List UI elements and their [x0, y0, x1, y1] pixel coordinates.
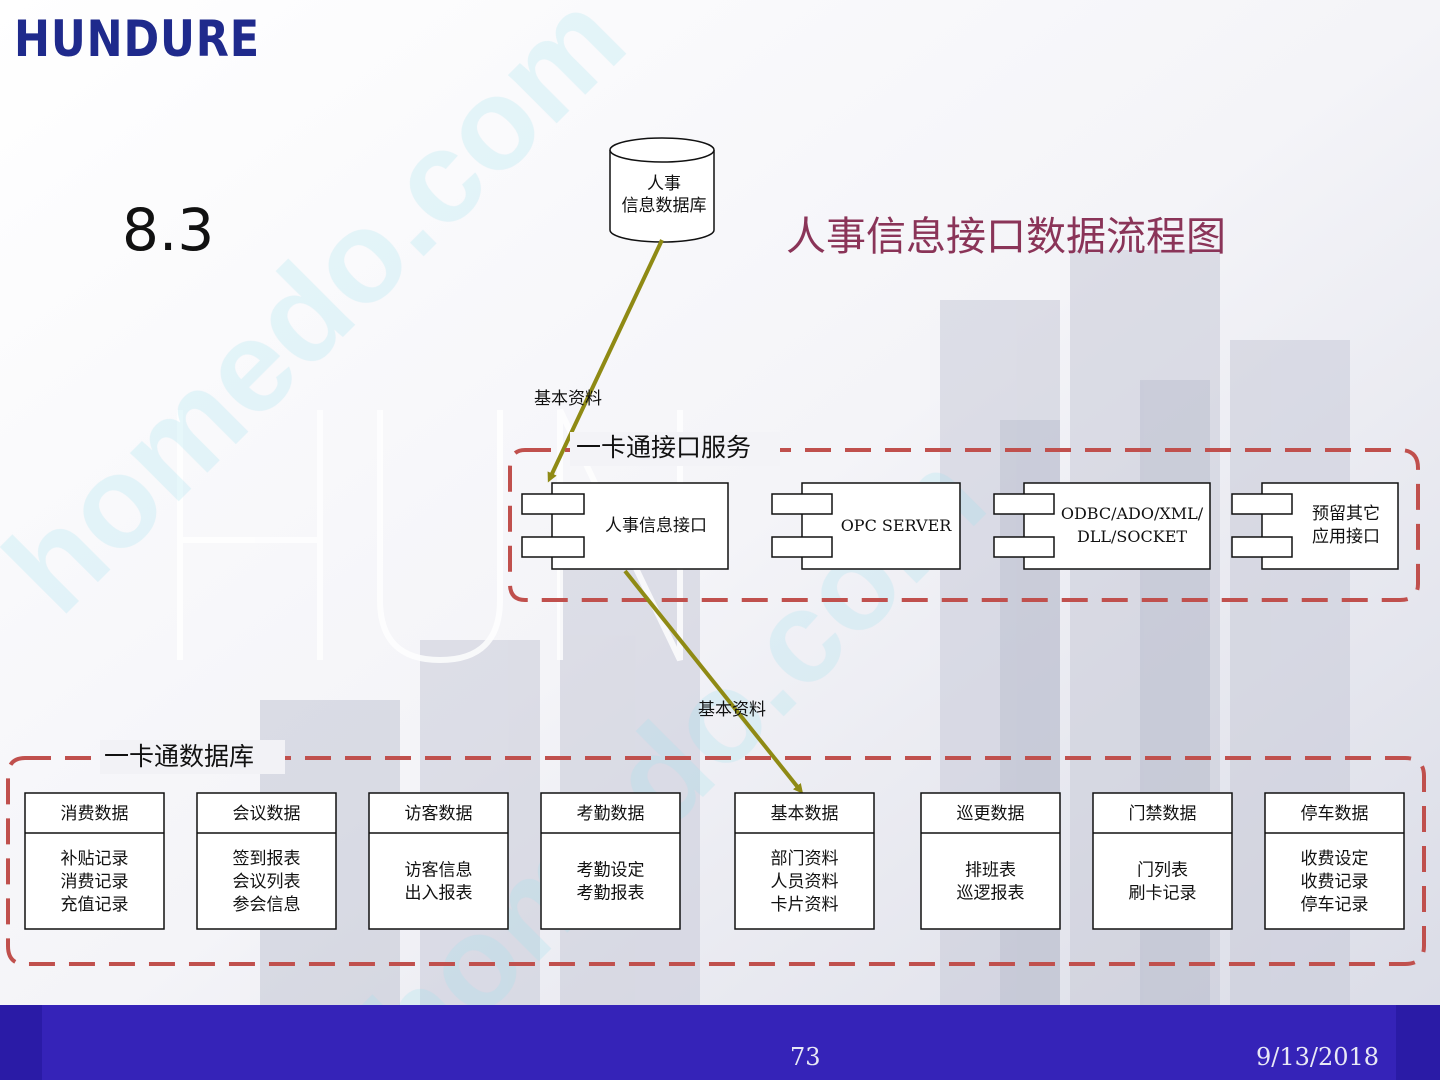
- database-group-label-bg: [100, 740, 285, 774]
- data-table-item: 卡片资料: [771, 895, 839, 915]
- component-opc-server-label: OPC SERVER: [841, 516, 953, 535]
- data-table-title: 停车数据: [1301, 804, 1369, 824]
- data-table-item: 刷卡记录: [1129, 884, 1197, 904]
- data-table-title: 考勤数据: [577, 804, 645, 824]
- component-opc-server: OPC SERVER: [771, 482, 961, 570]
- page-title: 人事信息接口数据流程图: [786, 214, 1226, 260]
- data-table-frame: [368, 792, 509, 930]
- footer-right-accent: [1396, 1005, 1440, 1080]
- data-table-title: 基本数据: [771, 804, 839, 824]
- data-table-item: 排班表: [965, 861, 1016, 881]
- data-table-title: 门禁数据: [1129, 804, 1197, 824]
- flow-arrow-1: [547, 239, 664, 483]
- component-odbc-interface: ODBC/ADO/XML/ DLL/SOCKET: [993, 482, 1211, 570]
- data-table-item: 停车记录: [1301, 895, 1369, 915]
- data-table-item: 充值记录: [61, 895, 129, 915]
- component-odbc-label-2: DLL/SOCKET: [1077, 527, 1187, 546]
- data-table-frame: [920, 792, 1061, 930]
- data-table-title: 会议数据: [233, 804, 301, 824]
- data-table-frame: [24, 792, 165, 930]
- component-reserved-label-1: 预留其它: [1312, 504, 1380, 524]
- data-table-frame: [1264, 792, 1405, 930]
- database-group-label: 一卡通数据库: [104, 742, 254, 771]
- flow-label-1: 基本资料: [534, 389, 602, 409]
- data-table-item: 收费设定: [1301, 849, 1369, 869]
- section-number: 8.3: [122, 196, 215, 264]
- footer-bar: 73 9/13/2018: [0, 1005, 1440, 1080]
- slide-date: 9/13/2018: [1256, 1043, 1380, 1071]
- service-group-label-bg: [570, 432, 780, 466]
- data-table-title: 访客数据: [405, 804, 473, 824]
- data-table-frame: [196, 792, 337, 930]
- data-table-item: 补贴记录: [61, 849, 129, 869]
- hr-database-label-1: 人事: [647, 174, 681, 194]
- data-table-item: 部门资料: [771, 849, 839, 869]
- company-logo: HUNDURE: [14, 10, 261, 68]
- page-number: 73: [790, 1043, 821, 1071]
- service-group-label: 一卡通接口服务: [576, 433, 751, 462]
- data-table-item: 人员资料: [771, 872, 839, 892]
- database-group-border: [6, 756, 1426, 966]
- data-table-item: 考勤设定: [577, 861, 645, 881]
- data-table-item: 巡逻报表: [957, 884, 1025, 904]
- flow-label-2: 基本资料: [698, 700, 766, 720]
- component-reserved-interface: 预留其它 应用接口: [1231, 482, 1399, 570]
- data-table-title: 消费数据: [61, 804, 129, 824]
- database-tables: 消费数据补贴记录消费记录充值记录会议数据签到报表会议列表参会信息访客数据访客信息…: [24, 792, 1405, 930]
- data-table-item: 访客信息: [405, 861, 473, 881]
- component-reserved-label-2: 应用接口: [1312, 527, 1380, 547]
- data-table-title: 巡更数据: [957, 804, 1025, 824]
- data-table-item: 出入报表: [405, 884, 473, 904]
- data-table-item: 签到报表: [233, 849, 301, 869]
- data-table-frame: [540, 792, 681, 930]
- component-hr-interface: 人事信息接口: [521, 482, 729, 570]
- hr-database-cylinder: 人事 信息数据库: [609, 137, 715, 243]
- data-table-item: 参会信息: [233, 895, 301, 915]
- data-table-item: 消费记录: [61, 872, 129, 892]
- data-table-item: 会议列表: [233, 872, 301, 892]
- data-table-item: 收费记录: [1301, 872, 1369, 892]
- data-table-item: 考勤报表: [577, 884, 645, 904]
- data-table-frame: [734, 792, 875, 930]
- component-hr-interface-label: 人事信息接口: [605, 516, 707, 536]
- service-group-border: [508, 448, 1420, 602]
- data-table-frame: [1092, 792, 1233, 930]
- footer-left-accent: [0, 1005, 42, 1080]
- component-odbc-label-1: ODBC/ADO/XML/: [1061, 504, 1204, 523]
- flow-arrow-2: [623, 569, 804, 794]
- hr-database-label-2: 信息数据库: [622, 196, 707, 216]
- data-table-item: 门列表: [1137, 861, 1188, 881]
